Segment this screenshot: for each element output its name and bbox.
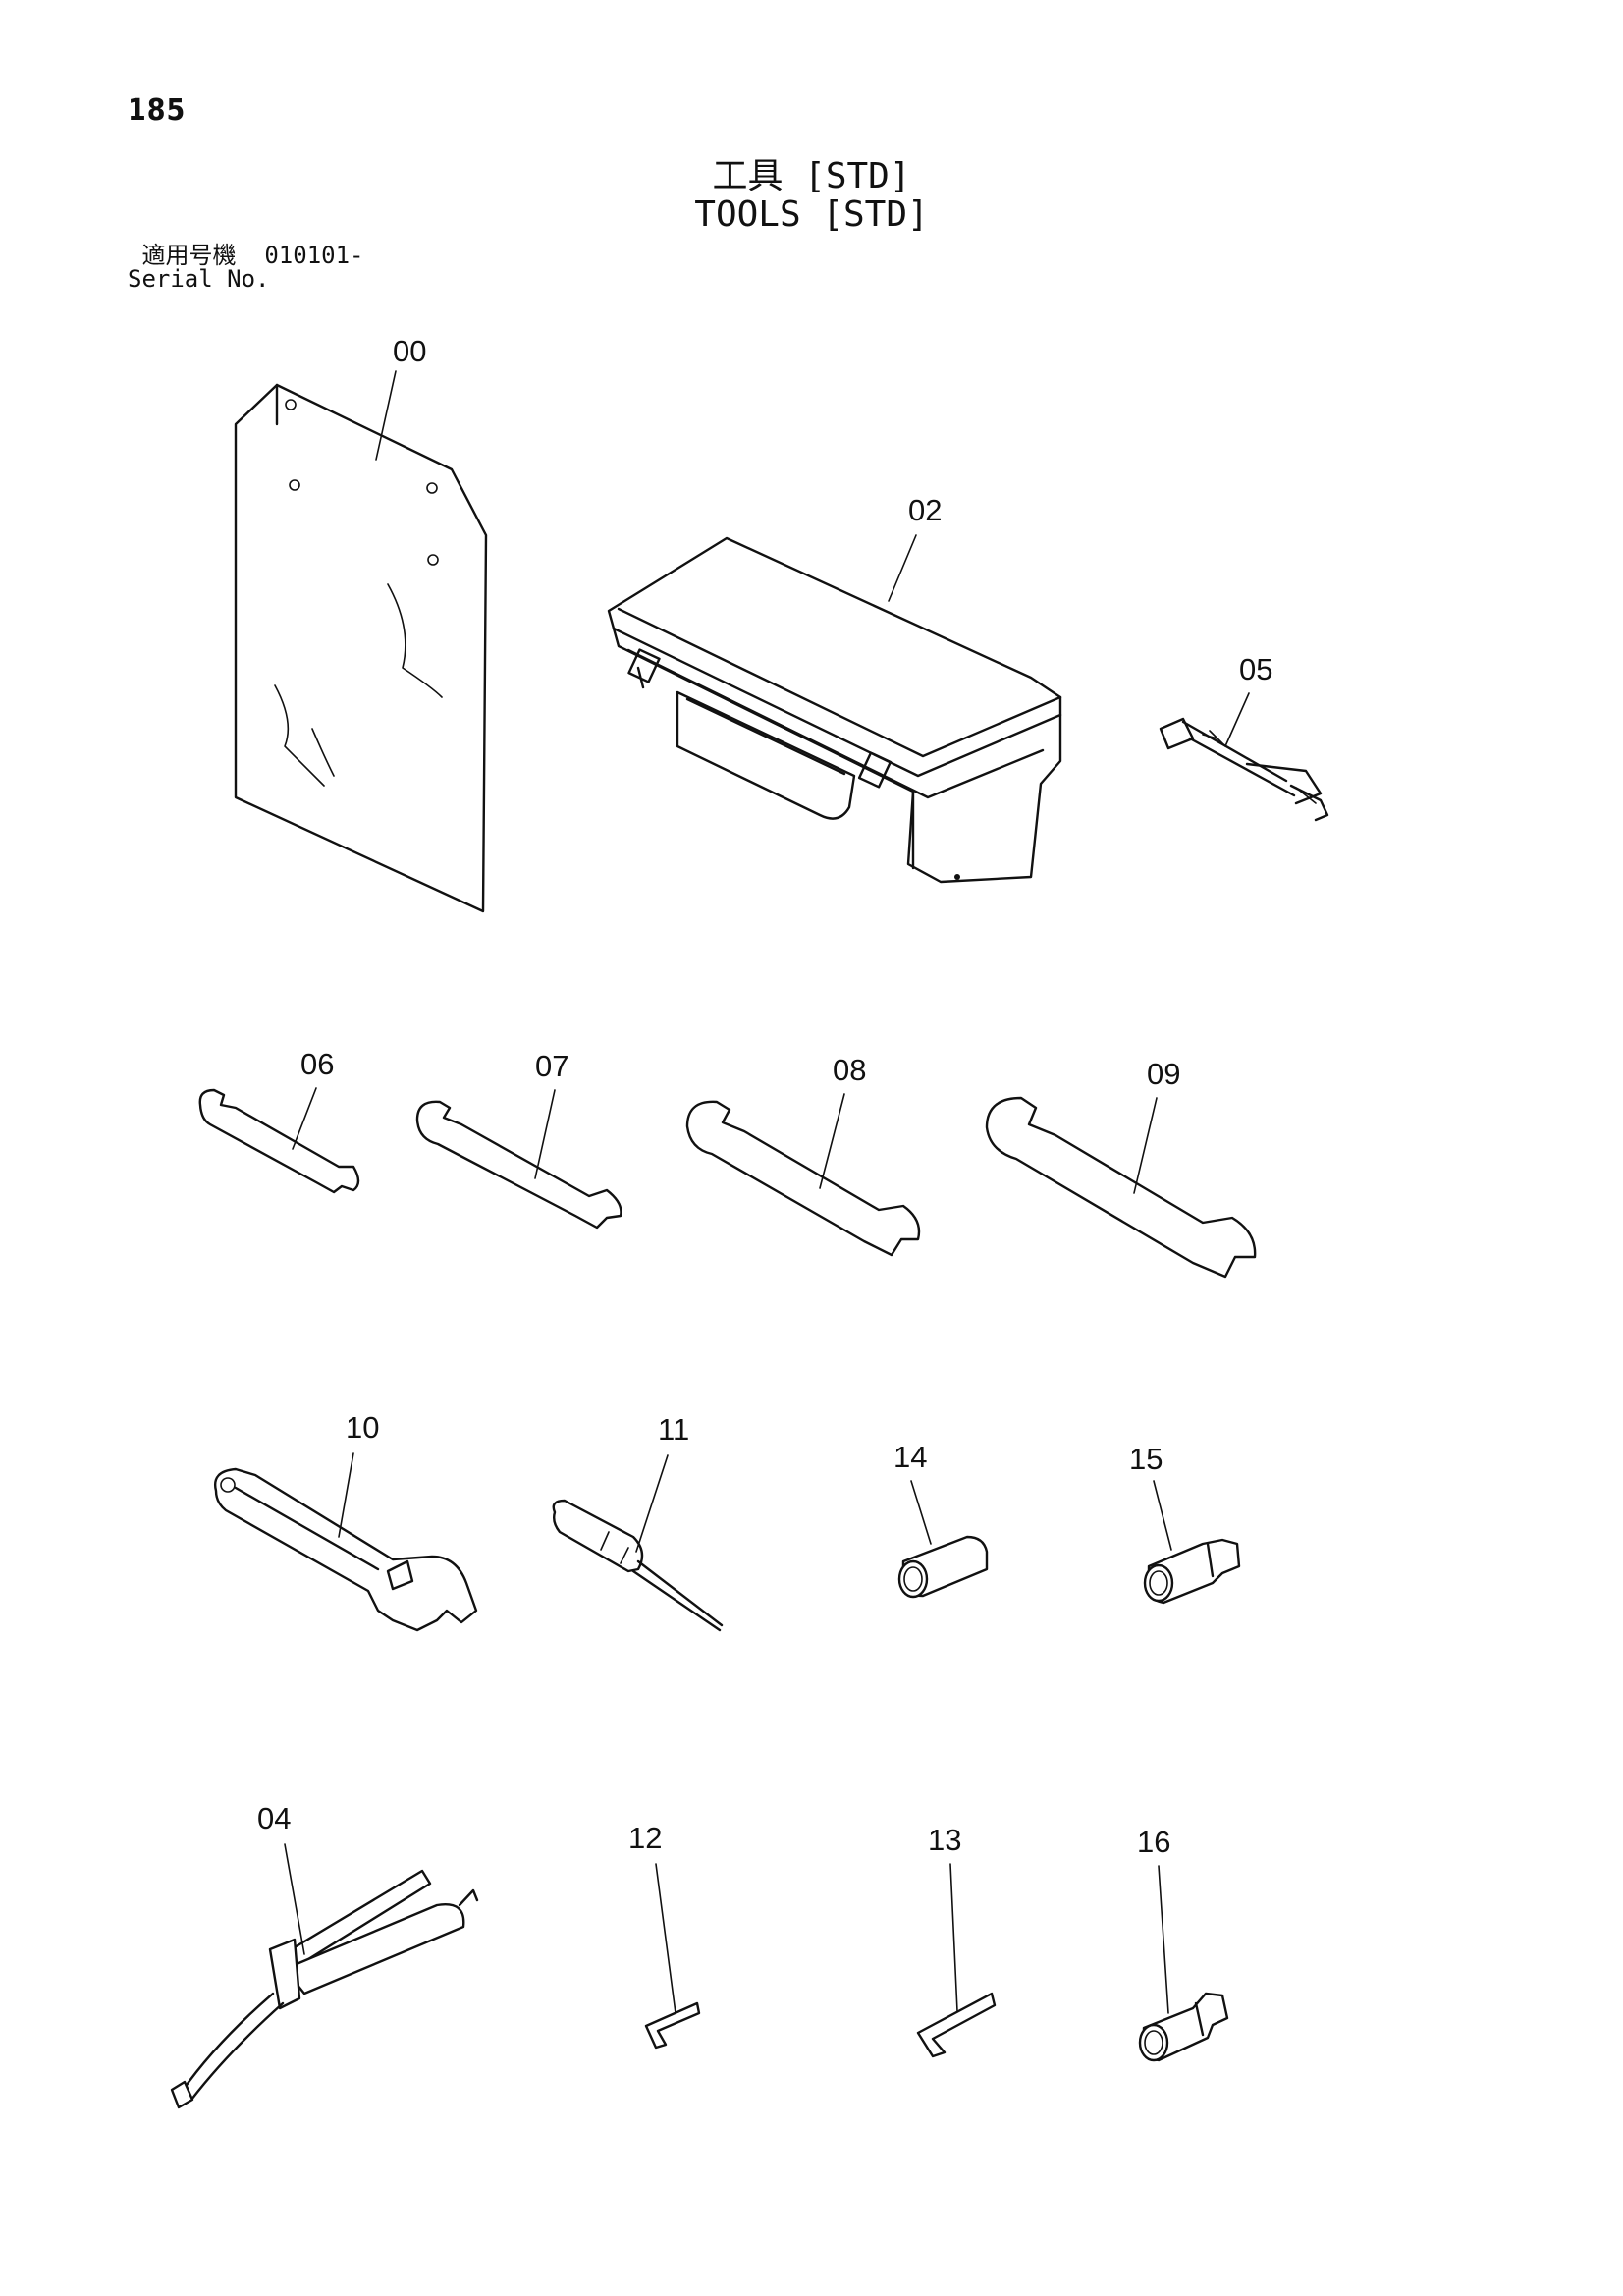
- label-05: 05: [1239, 652, 1272, 686]
- label-11: 11: [658, 1412, 689, 1447]
- part-10-adjustable-wrench: 10: [214, 1410, 478, 1632]
- serial-label-en: Serial No.: [128, 265, 270, 293]
- label-06: 06: [300, 1047, 334, 1081]
- part-04-grease-gun: 04: [170, 1801, 479, 2109]
- part-12-hex-key: 12: [628, 1821, 701, 2050]
- part-11-screwdriver: 11: [552, 1412, 724, 1632]
- label-08: 08: [833, 1053, 866, 1087]
- label-13: 13: [928, 1823, 961, 1857]
- page-title-jp: 工具 [STD]: [712, 156, 911, 196]
- label-15: 15: [1129, 1442, 1163, 1476]
- label-07: 07: [535, 1049, 568, 1083]
- label-12: 12: [628, 1821, 662, 1855]
- serial-label-jp: 適用号機: [141, 242, 237, 269]
- part-02-toolbox: 02: [607, 493, 1062, 884]
- part-09-wrench: 09: [985, 1057, 1257, 1279]
- part-00-cover: 00: [234, 334, 488, 913]
- page-title-en: TOOLS [STD]: [694, 194, 929, 235]
- label-10: 10: [346, 1410, 379, 1445]
- label-09: 09: [1147, 1057, 1180, 1091]
- page-number: 185: [128, 93, 187, 128]
- part-15-socket: 15: [1129, 1442, 1241, 1605]
- part-05-extension: 05: [1159, 652, 1329, 822]
- part-13-hex-key: 13: [916, 1823, 997, 2058]
- part-14-socket: 14: [893, 1440, 989, 1599]
- part-06-wrench: 06: [198, 1047, 360, 1194]
- part-07-wrench: 07: [415, 1049, 622, 1230]
- part-16-socket: 16: [1137, 1825, 1229, 2062]
- part-08-wrench: 08: [685, 1053, 921, 1257]
- label-16: 16: [1137, 1825, 1170, 1859]
- serial-value: 010101-: [264, 242, 364, 269]
- label-14: 14: [893, 1440, 927, 1474]
- serial-block: 適用号機 010101- Serial No.: [128, 244, 364, 291]
- label-00: 00: [393, 334, 426, 368]
- label-02: 02: [908, 493, 942, 527]
- label-04: 04: [257, 1801, 291, 1835]
